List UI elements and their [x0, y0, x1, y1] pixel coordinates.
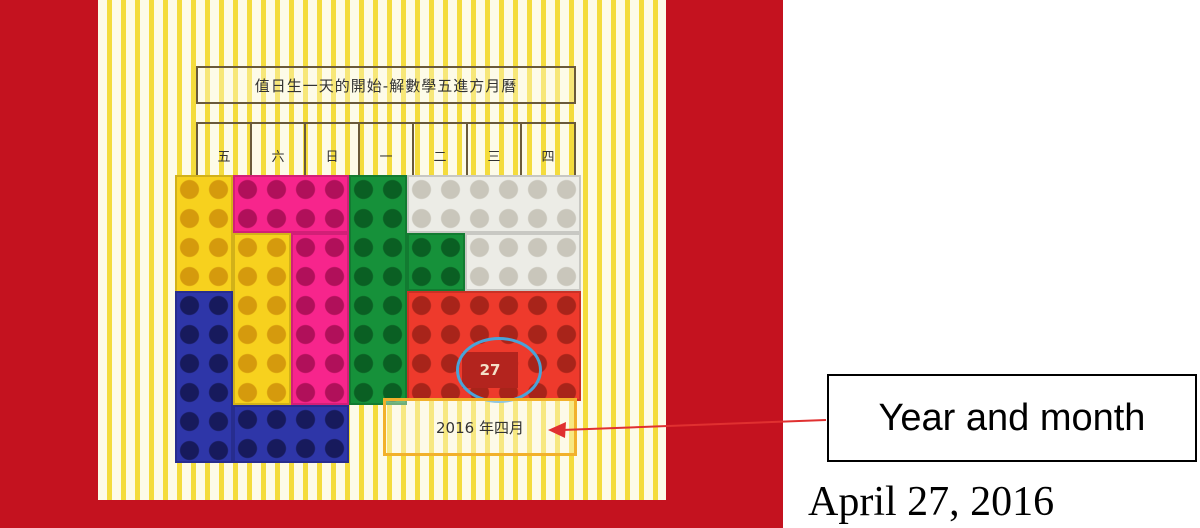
pink-cube-block — [291, 233, 349, 405]
blue-cube-block — [233, 405, 349, 463]
green-cube-block — [349, 175, 407, 405]
callout-label: Year and month — [827, 374, 1197, 462]
yellow-cube-block — [175, 175, 233, 293]
white-cube-block — [407, 175, 581, 233]
date-caption: April 27, 2016 — [808, 479, 1055, 525]
white-cube-block — [465, 233, 581, 291]
green-cube-block — [407, 233, 465, 291]
blue-cube-block — [175, 291, 233, 463]
year-month-label-box: 2016 年四月 — [383, 398, 577, 456]
calendar-photo: 值日生一天的開始-解數學五進方月曆 五 六 日 一 二 三 四 27 2016 … — [0, 0, 783, 528]
date-highlight-circle — [456, 337, 542, 403]
pink-cube-block — [233, 175, 349, 233]
yellow-cube-block — [233, 233, 291, 405]
board-title: 值日生一天的開始-解數學五進方月曆 — [196, 66, 576, 104]
